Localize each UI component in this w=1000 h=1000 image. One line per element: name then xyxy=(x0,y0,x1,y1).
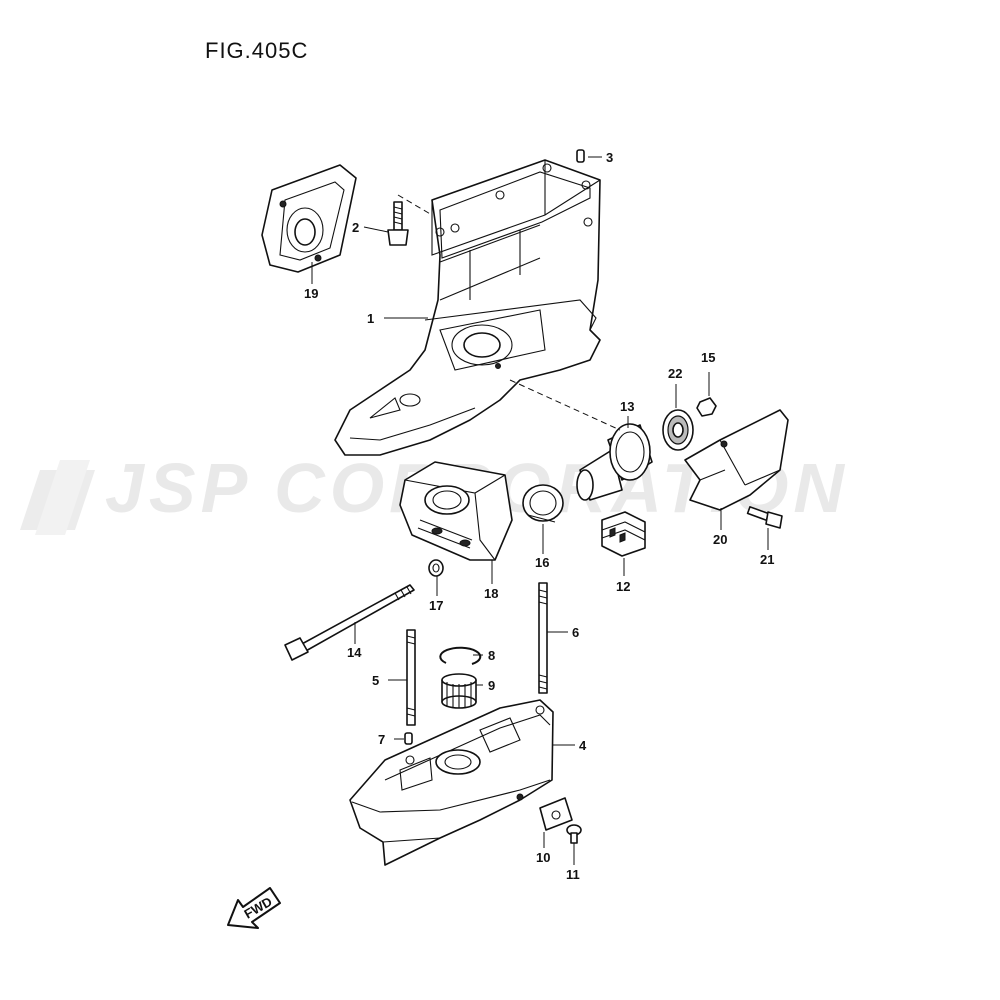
label-part-19: 19 xyxy=(304,286,318,301)
label-part-5: 5 xyxy=(372,673,379,688)
part-14-bolt xyxy=(284,584,415,661)
part-9-coupler xyxy=(441,673,477,709)
label-part-16: 16 xyxy=(535,555,549,570)
figure-title: FIG.405C xyxy=(205,38,308,63)
label-part-11: 11 xyxy=(566,867,580,882)
label-part-20: 20 xyxy=(713,532,727,547)
part-4-lower-housing xyxy=(349,699,554,866)
part-15-nut xyxy=(696,397,717,417)
part-10-anode xyxy=(539,797,573,831)
part-6-stud xyxy=(538,582,548,694)
part-21-bolt xyxy=(746,506,783,529)
part-2-bolt xyxy=(387,201,409,246)
label-part-9: 9 xyxy=(488,678,495,693)
part-3-pin xyxy=(576,149,585,163)
assembly-line-bolt xyxy=(397,194,433,216)
part-7-pin xyxy=(404,732,413,745)
leader-lines xyxy=(311,156,769,865)
label-part-14: 14 xyxy=(347,645,362,660)
part-19-cover xyxy=(261,164,357,273)
part-13-bushing xyxy=(576,423,653,501)
label-part-10: 10 xyxy=(536,850,550,865)
label-part-3: 3 xyxy=(606,150,613,165)
label-part-12: 12 xyxy=(616,579,630,594)
assembly-line-shaft xyxy=(509,379,621,431)
part-12-pad xyxy=(601,511,646,557)
part-20-cover xyxy=(684,409,789,511)
part-17-washer xyxy=(428,559,444,577)
label-part-17: 17 xyxy=(429,598,443,613)
part-11-screw xyxy=(566,824,582,844)
part-18-bracket xyxy=(399,461,513,561)
label-part-7: 7 xyxy=(378,732,385,747)
label-part-1: 1 xyxy=(367,311,374,326)
part-labels: 1 2 3 4 5 6 7 8 9 10 11 12 13 14 15 16 1… xyxy=(304,150,774,882)
label-part-4: 4 xyxy=(579,738,587,753)
label-part-21: 21 xyxy=(760,552,774,567)
label-part-6: 6 xyxy=(572,625,579,640)
label-part-2: 2 xyxy=(352,220,359,235)
fwd-arrow-icon: FWD xyxy=(227,887,281,929)
label-part-13: 13 xyxy=(620,399,634,414)
label-part-18: 18 xyxy=(484,586,498,601)
part-1-housing xyxy=(334,159,601,456)
part-8-circlip xyxy=(439,646,482,665)
part-22-bearing xyxy=(662,409,694,451)
label-part-8: 8 xyxy=(488,648,495,663)
part-16-seal xyxy=(522,484,564,523)
label-part-22: 22 xyxy=(668,366,682,381)
part-5-stud xyxy=(406,629,416,726)
label-part-15: 15 xyxy=(701,350,715,365)
